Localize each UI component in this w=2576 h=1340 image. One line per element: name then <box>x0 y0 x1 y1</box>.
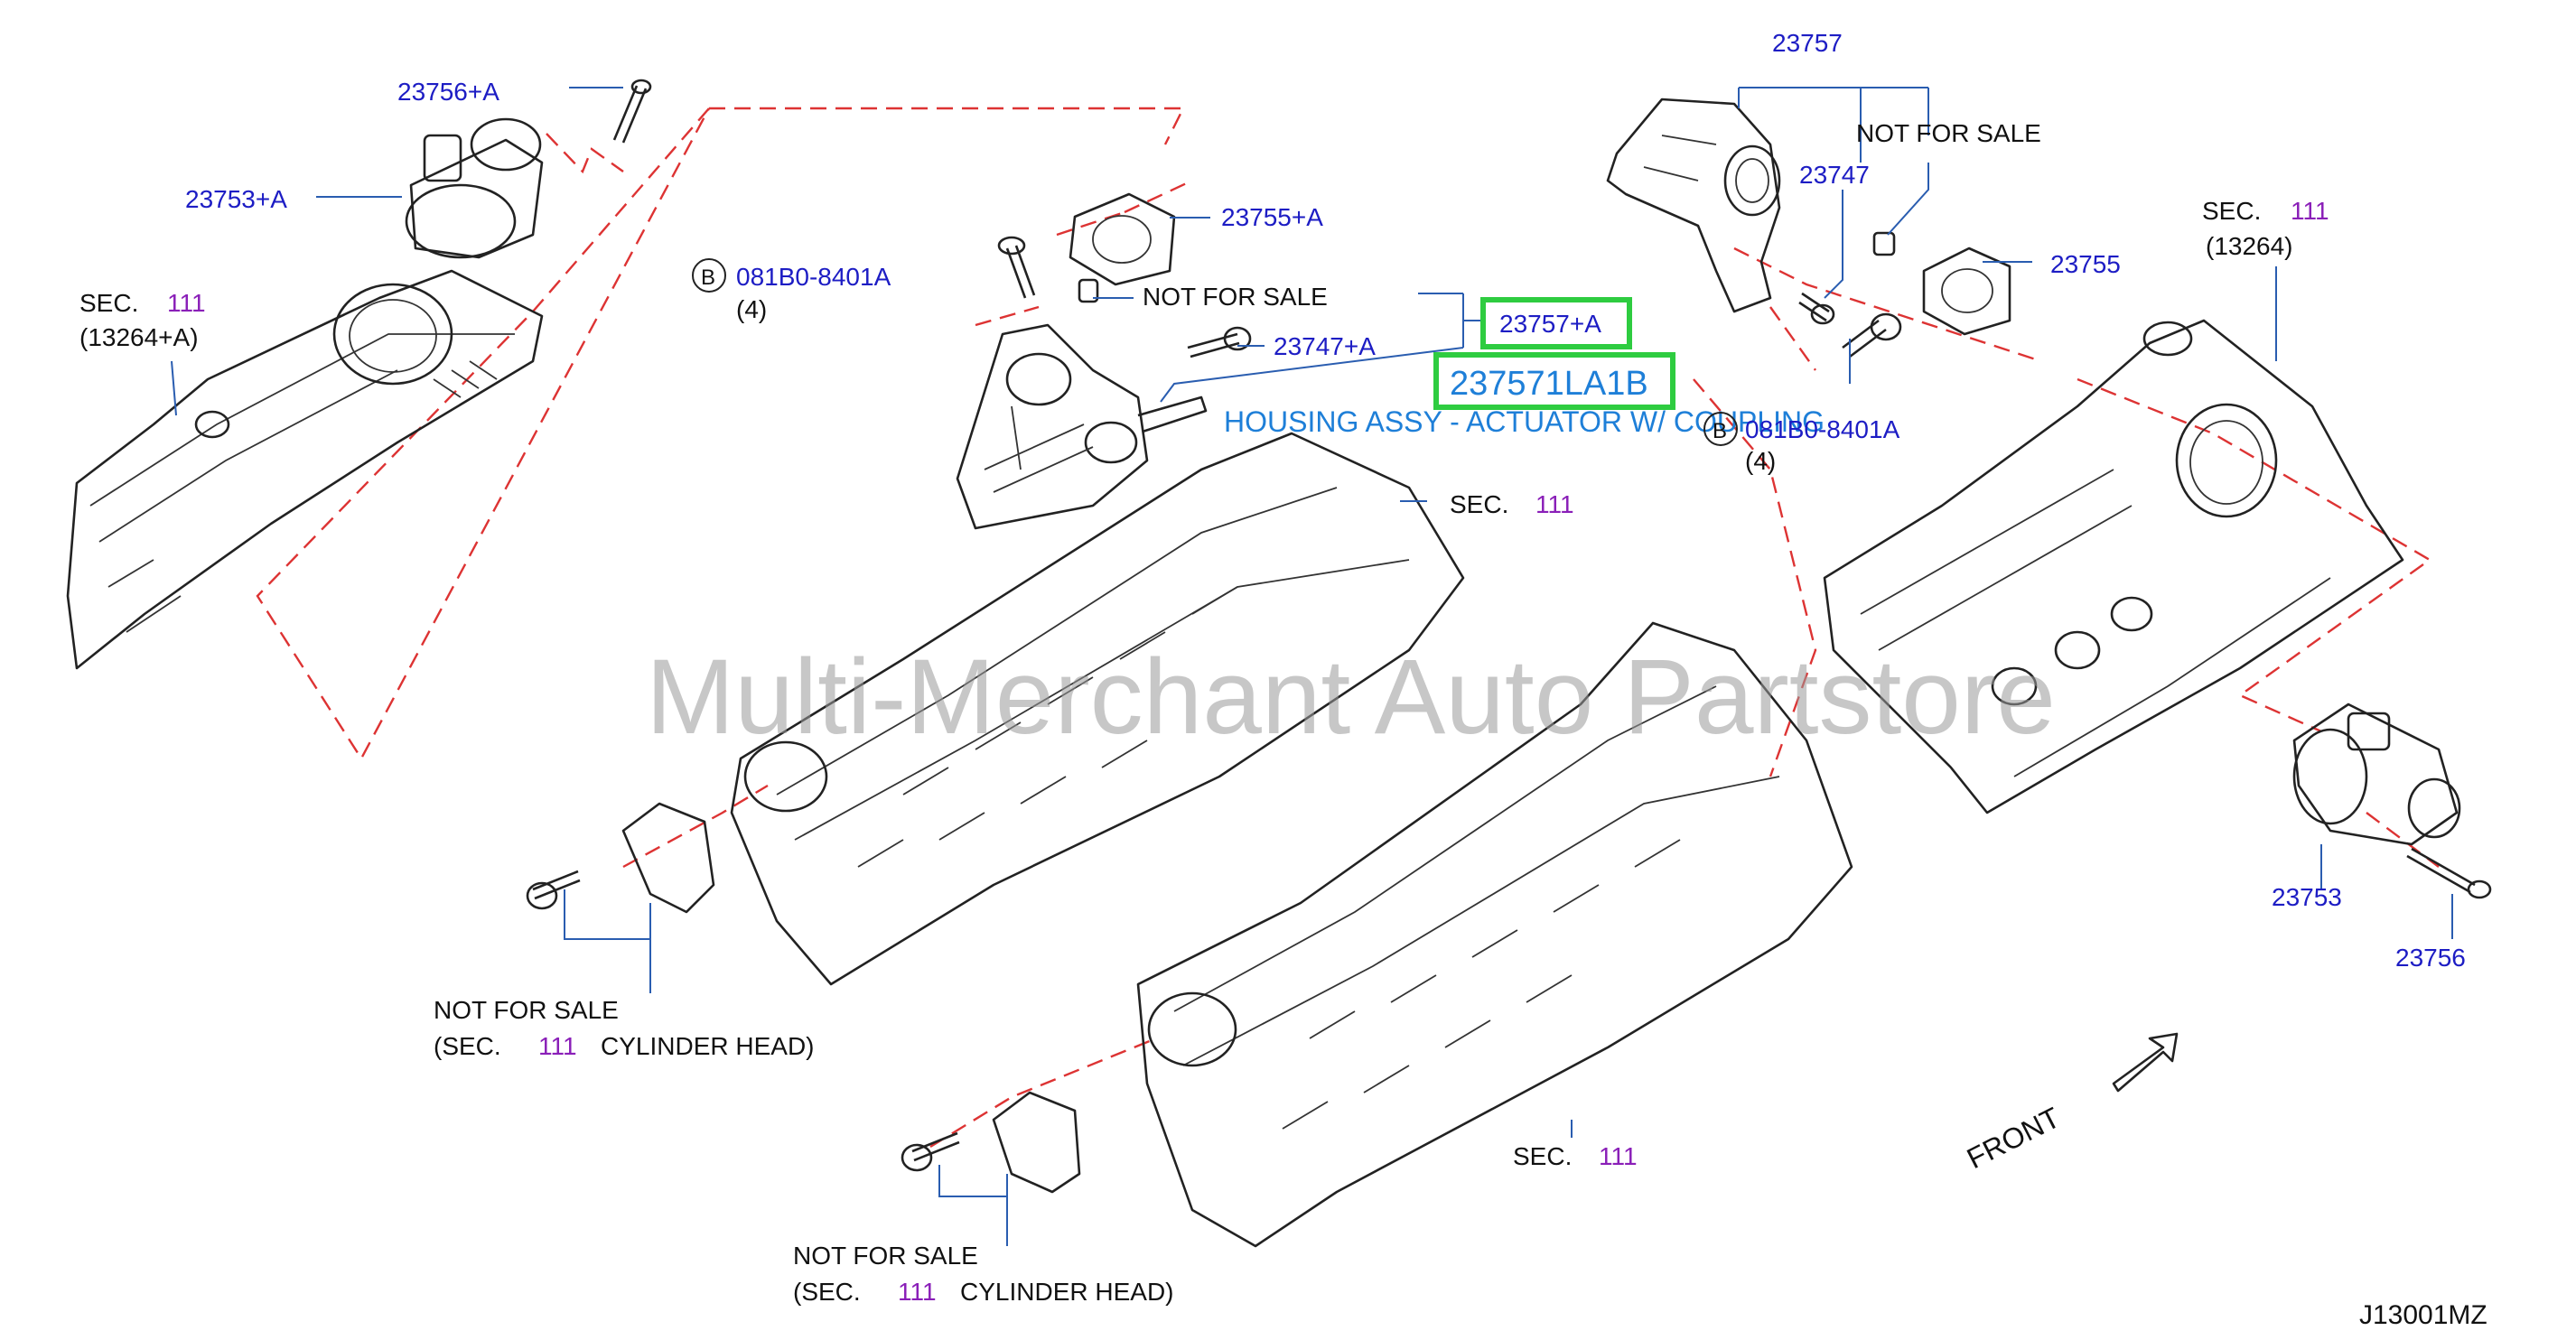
right-cylinder-head <box>1136 621 1853 1248</box>
phantom-lines <box>256 107 2440 1149</box>
bolt-b-circle <box>692 258 726 293</box>
label-nfs-mid: NOT FOR SALE <box>1143 283 1328 311</box>
label-bolt-part[interactable]: 081B0-8401A <box>736 263 891 291</box>
label-23755[interactable]: 23755 <box>2050 250 2121 278</box>
label-23755a[interactable]: 23755+A <box>1221 203 1323 231</box>
label-sec-mid: SEC. <box>1450 490 1508 518</box>
label-23757[interactable]: 23757 <box>1772 29 1843 57</box>
bottom-sensor <box>901 1091 1081 1194</box>
label-bolt-b2: B <box>1713 419 1727 443</box>
bolt-23756a <box>612 79 652 144</box>
bolt-23756 <box>2406 847 2492 899</box>
label-23757a[interactable]: 23757+A <box>1499 310 1601 338</box>
gasket-23755a <box>1069 192 1176 286</box>
label-23753[interactable]: 23753 <box>2272 883 2342 911</box>
left-sensor <box>526 802 715 914</box>
label-bolt-b: B <box>701 265 715 290</box>
small-bolts-right <box>1798 231 1902 358</box>
highlight-box-237571la1b <box>1433 352 1675 410</box>
label-23753a[interactable]: 23753+A <box>185 185 287 213</box>
label-nfs-bot-sub2: CYLINDER HEAD) <box>960 1278 1173 1306</box>
small-bolts-center <box>997 236 1252 358</box>
label-highlight-desc: HOUSING ASSY - ACTUATOR W/ COUPLING <box>1224 405 1825 438</box>
leader-lines <box>171 87 2453 1246</box>
label-bolt-part2[interactable]: 081B0-8401A <box>1745 415 1900 443</box>
label-sec-bottom-num[interactable]: 111 <box>1599 1142 1638 1170</box>
label-bolt-qty: (4) <box>736 295 767 323</box>
label-23756[interactable]: 23756 <box>2395 944 2466 972</box>
label-nfs-left-num[interactable]: 111 <box>538 1032 577 1060</box>
bolt-b2-circle <box>1703 412 1738 446</box>
diagram-code: J13001MZ <box>2359 1300 2487 1330</box>
housing-23757 <box>1606 98 1781 313</box>
gasket-23755 <box>1922 247 2011 336</box>
label-23756a[interactable]: 23756+A <box>397 78 499 106</box>
actuator-housing-assembly <box>956 323 1208 530</box>
label-sec-mid-num[interactable]: 111 <box>1535 490 1574 518</box>
label-sec-left-sub: (13264+A) <box>79 323 199 351</box>
label-sec-left: SEC. <box>79 289 138 317</box>
watermark: Multi-Merchant Auto Partstore <box>646 637 2056 757</box>
label-sec-left-num[interactable]: 111 <box>167 289 206 317</box>
label-23747[interactable]: 23747 <box>1799 161 1870 189</box>
actuator-23753a <box>405 117 544 259</box>
label-sec-bottom: SEC. <box>1513 1142 1572 1170</box>
label-nfs-top: NOT FOR SALE <box>1856 119 2041 147</box>
actuator-23753 <box>2292 703 2461 846</box>
right-rocker-cover <box>1823 319 2404 814</box>
label-bolt-qty2: (4) <box>1745 447 1776 475</box>
label-nfs-bot-num[interactable]: 111 <box>898 1278 937 1306</box>
label-sec-right-sub: (13264) <box>2206 232 2293 260</box>
front-arrow <box>2112 1032 2179 1093</box>
label-nfs-left-sub1: (SEC. <box>434 1032 501 1060</box>
left-cylinder-head <box>730 432 1465 986</box>
label-nfs-bot: NOT FOR SALE <box>793 1242 978 1270</box>
label-nfs-bot-sub1: (SEC. <box>793 1278 861 1306</box>
highlight-box-23757a <box>1480 297 1632 349</box>
left-rocker-cover <box>66 269 544 670</box>
label-sec-right-num[interactable]: 111 <box>2291 197 2329 225</box>
label-nfs-left-sub2: CYLINDER HEAD) <box>601 1032 814 1060</box>
label-23747a[interactable]: 23747+A <box>1274 332 1376 360</box>
label-nfs-left: NOT FOR SALE <box>434 996 619 1024</box>
label-highlight-part[interactable]: 237571LA1B <box>1450 365 1648 403</box>
label-front: FRONT <box>1962 1101 2066 1175</box>
label-sec-right: SEC. <box>2202 197 2261 225</box>
